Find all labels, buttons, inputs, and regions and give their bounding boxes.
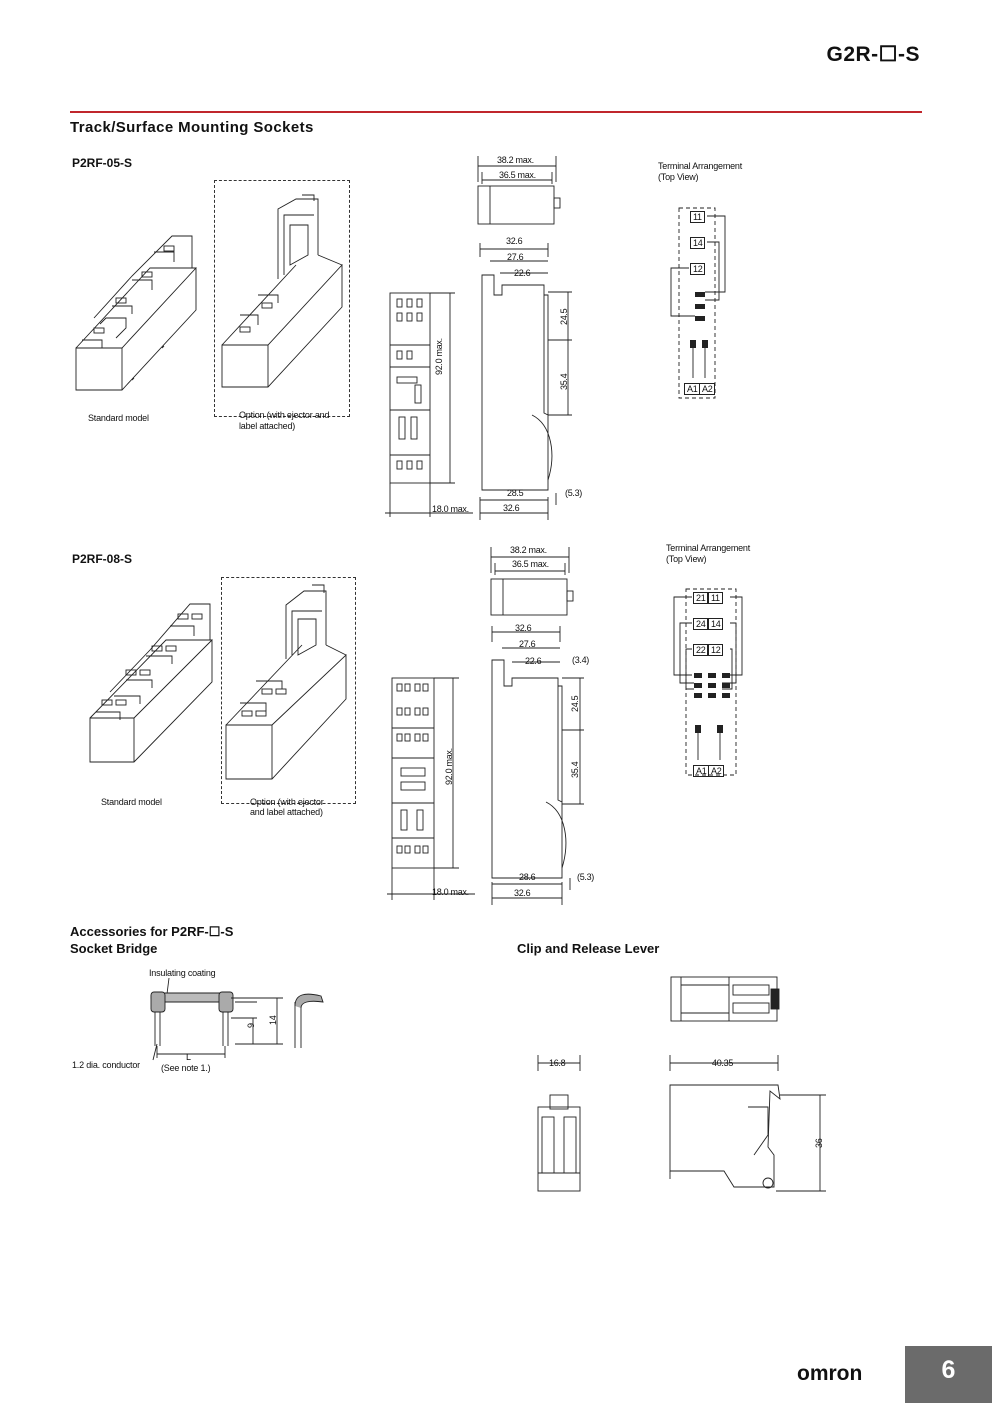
p2rf08-side-width-3: 22.6 bbox=[525, 656, 542, 666]
page-number: 6 bbox=[941, 1356, 956, 1384]
p2rf08-side-right: (3.4) bbox=[572, 655, 590, 665]
bridge-height-large: 14 bbox=[268, 1015, 278, 1025]
p2rf05-bottom-side: (5.3) bbox=[565, 488, 583, 498]
length-label: L bbox=[186, 1052, 191, 1062]
p2rf08-standard-drawing bbox=[89, 603, 213, 763]
accessories-title: Accessories for P2RF-☐-S bbox=[70, 924, 234, 939]
p2rf05-front-width: 18.0 max. bbox=[432, 504, 469, 514]
p2rf05-standard-caption: Standard model bbox=[88, 413, 149, 423]
model-label-p2rf05: P2RF-05-S bbox=[72, 156, 133, 170]
section-title: Track/Surface Mounting Sockets bbox=[70, 119, 314, 136]
p2rf05-bottom-width-1: 28.5 bbox=[507, 488, 524, 498]
clip-front-view bbox=[537, 1055, 581, 1192]
p2rf08-side-width-1: 32.6 bbox=[515, 623, 532, 633]
page-number-box: 6 bbox=[905, 1346, 992, 1403]
p2rf08-terminal-11: 11 bbox=[708, 592, 723, 604]
p2rf05-standard-drawing bbox=[75, 235, 197, 391]
header-rule bbox=[70, 111, 922, 113]
p2rf05-side-width-1: 32.6 bbox=[506, 236, 523, 246]
p2rf08-terminal-diagram bbox=[673, 588, 743, 776]
p2rf05-terminal-diagram bbox=[670, 207, 726, 399]
p2rf05-front-height: 92.0 max. bbox=[434, 338, 444, 375]
p2rf08-top-width-1: 38.2 max. bbox=[510, 545, 547, 555]
clip-height: 36 bbox=[814, 1138, 824, 1148]
p2rf05-front-view bbox=[385, 292, 473, 517]
p2rf08-top-view bbox=[490, 547, 574, 616]
p2rf05-height-2: 35.4 bbox=[559, 373, 569, 390]
p2rf08-top-width-2: 36.5 max. bbox=[512, 559, 549, 569]
conductor-label: 1.2 dia. conductor bbox=[72, 1060, 140, 1070]
clip-title: Clip and Release Lever bbox=[517, 941, 660, 956]
p2rf05-height-1: 24.5 bbox=[559, 308, 569, 325]
p2rf08-bottom-width-1: 28.6 bbox=[519, 872, 536, 882]
p2rf08-terminal-a2: A2 bbox=[708, 765, 725, 777]
p2rf08-terminal-subtitle: (Top View) bbox=[666, 554, 707, 564]
clip-top-view bbox=[670, 976, 780, 1022]
p2rf05-top-width-1: 38.2 max. bbox=[497, 155, 534, 165]
p2rf05-top-width-2: 36.5 max. bbox=[499, 170, 536, 180]
clip-width-large: 40.35 bbox=[712, 1058, 734, 1068]
p2rf05-bottom-width-2: 32.6 bbox=[503, 503, 520, 513]
p2rf05-terminal-subtitle: (Top View) bbox=[658, 172, 699, 182]
p2rf05-terminal-14: 14 bbox=[690, 237, 706, 249]
p2rf08-front-width: 18.0 max. bbox=[432, 887, 469, 897]
p2rf05-option-caption-2: label attached) bbox=[239, 421, 296, 431]
p2rf08-bottom-width-2: 32.6 bbox=[514, 888, 531, 898]
product-code: G2R-☐-S bbox=[826, 43, 920, 66]
clip-width-small: 16.8 bbox=[549, 1058, 566, 1068]
omron-logo: omron bbox=[797, 1362, 863, 1385]
p2rf05-option-frame bbox=[214, 180, 350, 417]
socket-bridge-title: Socket Bridge bbox=[70, 941, 158, 956]
note-label: (See note 1.) bbox=[161, 1063, 211, 1073]
p2rf05-terminal-a2: A2 bbox=[699, 383, 716, 395]
p2rf08-side-view bbox=[491, 626, 584, 905]
socket-bridge-drawing bbox=[150, 977, 324, 1061]
p2rf08-standard-caption: Standard model bbox=[101, 797, 162, 807]
p2rf08-front-height: 92.0 max. bbox=[444, 748, 454, 785]
p2rf05-terminal-a1: A1 bbox=[684, 383, 701, 395]
p2rf08-terminal-12: 12 bbox=[708, 644, 724, 656]
p2rf08-terminal-22: 22 bbox=[693, 644, 709, 656]
p2rf05-terminal-12: 12 bbox=[690, 263, 706, 275]
p2rf08-bottom-side: (5.3) bbox=[577, 872, 595, 882]
p2rf08-terminal-14: 14 bbox=[708, 618, 724, 630]
p2rf08-terminal-title: Terminal Arrangement bbox=[666, 543, 751, 553]
clip-side-view bbox=[669, 1055, 826, 1192]
p2rf05-side-width-3: 22.6 bbox=[514, 268, 531, 278]
p2rf05-side-view bbox=[479, 243, 572, 520]
p2rf05-option-caption-1: Option (with ejector and bbox=[239, 410, 330, 420]
p2rf08-option-caption-2: and label attached) bbox=[250, 807, 323, 817]
p2rf08-terminal-21: 21 bbox=[693, 592, 709, 604]
p2rf05-terminal-title: Terminal Arrangement bbox=[658, 161, 743, 171]
p2rf08-front-view bbox=[387, 677, 475, 900]
p2rf08-height-2: 35.4 bbox=[570, 761, 580, 778]
p2rf08-side-width-2: 27.6 bbox=[519, 639, 536, 649]
insulating-coating-label: Insulating coating bbox=[149, 968, 216, 978]
p2rf08-option-drawing bbox=[225, 584, 347, 780]
p2rf05-terminal-11: 11 bbox=[690, 211, 705, 223]
bridge-height-small: 9 bbox=[246, 1023, 256, 1028]
p2rf08-option-caption-1: Option (with ejector bbox=[250, 797, 324, 807]
p2rf08-height-1: 24.5 bbox=[570, 695, 580, 712]
model-label-p2rf08: P2RF-08-S bbox=[72, 552, 133, 566]
p2rf05-side-width-2: 27.6 bbox=[507, 252, 524, 262]
p2rf05-option-drawing bbox=[221, 194, 343, 388]
p2rf05-top-view bbox=[477, 156, 561, 225]
p2rf08-option-frame bbox=[221, 577, 356, 804]
p2rf08-terminal-24: 24 bbox=[693, 618, 709, 630]
p2rf08-terminal-a1: A1 bbox=[693, 765, 710, 777]
